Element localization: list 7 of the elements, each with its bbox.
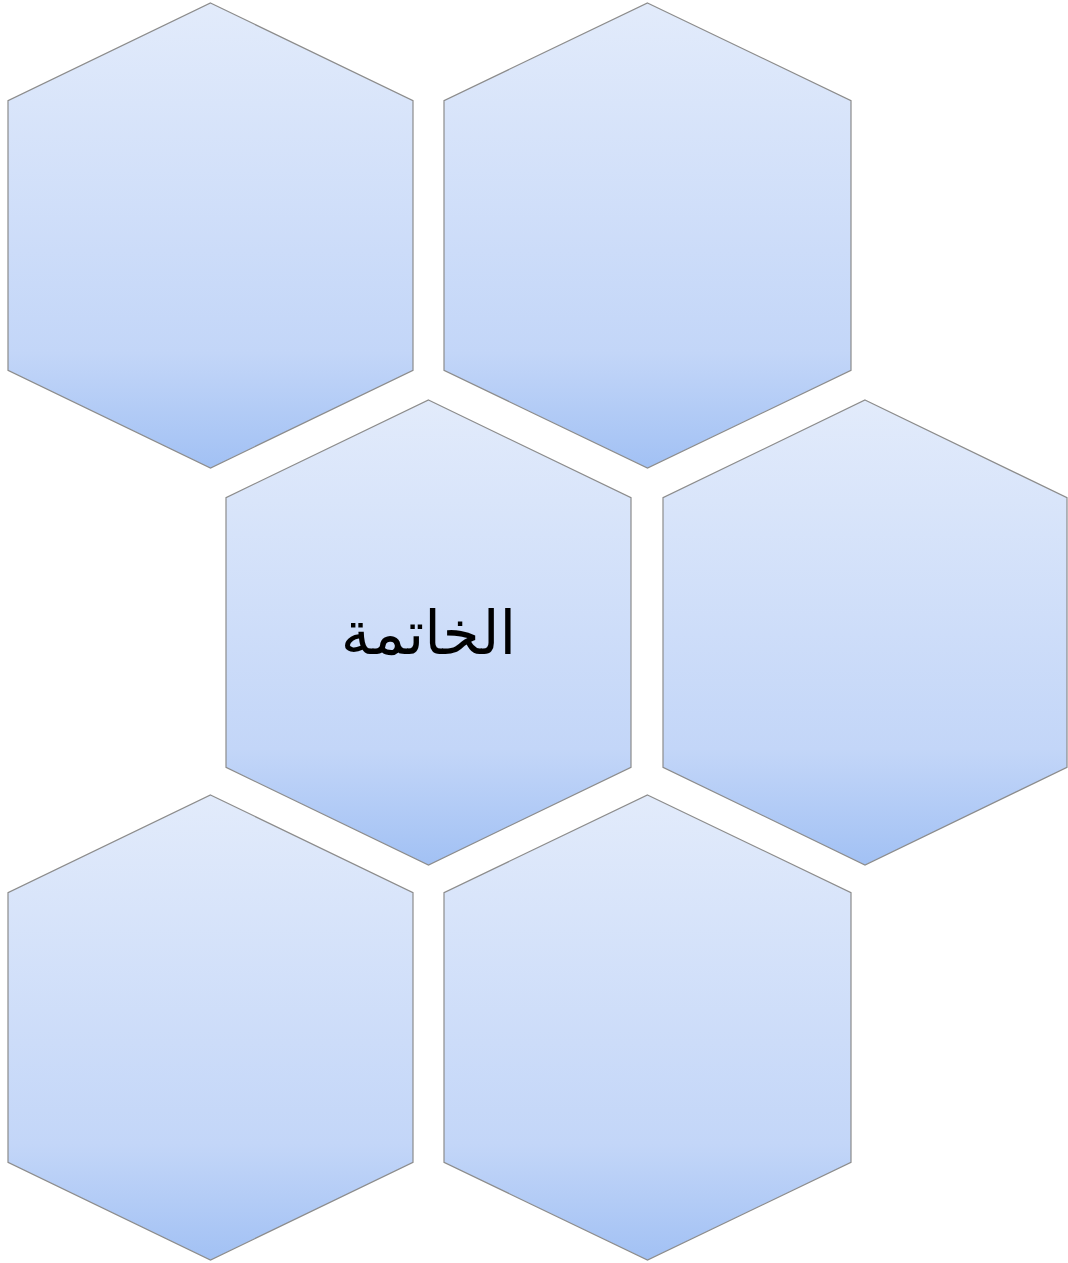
hexagon-node	[444, 795, 851, 1260]
hexagon-node	[226, 400, 631, 865]
hexagon-node	[663, 400, 1067, 865]
node-label: الخاتمة	[339, 597, 518, 668]
hexagon-node	[8, 795, 413, 1260]
hexagon-node	[444, 3, 851, 468]
hexagon-node	[8, 3, 413, 468]
